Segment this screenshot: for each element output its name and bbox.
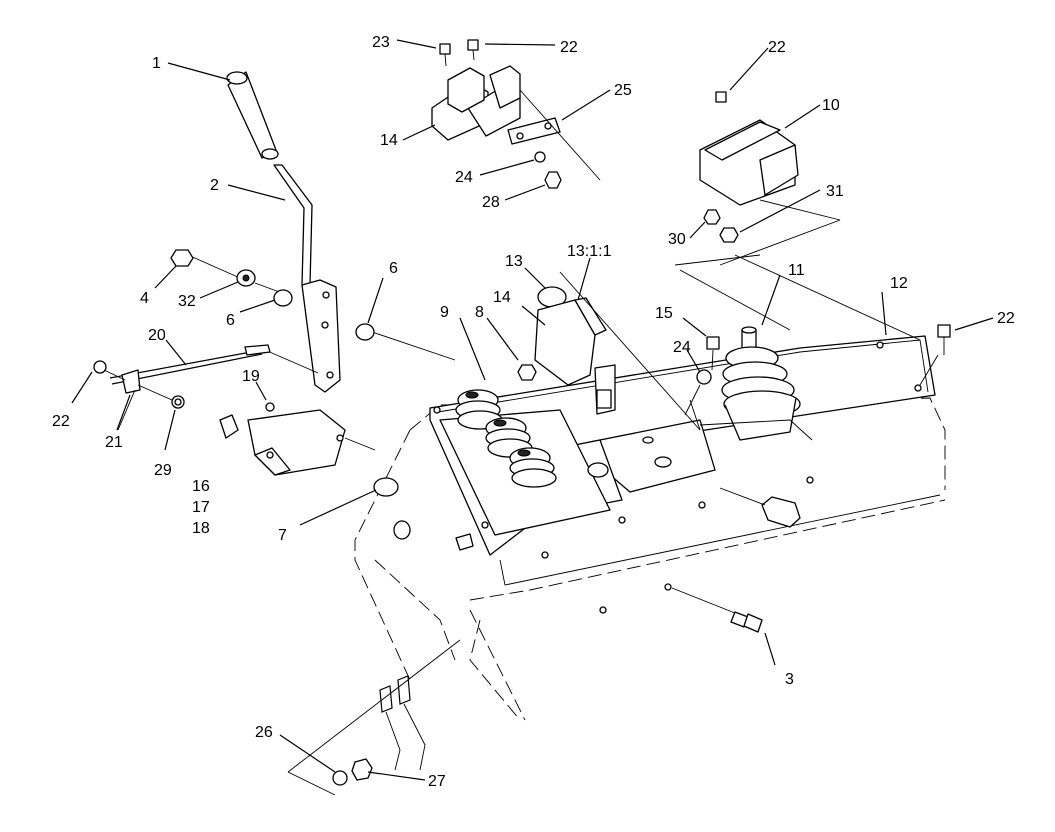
callout-22a: 22 [52, 413, 70, 430]
callout-24a: 24 [455, 169, 473, 186]
callout-12: 12 [890, 275, 908, 292]
callout-15: 15 [655, 305, 673, 322]
callout-24b: 24 [673, 339, 691, 356]
joystick-boot [699, 326, 813, 441]
callout-11: 11 [788, 262, 805, 279]
callout-6b: 6 [389, 260, 398, 277]
callout-16: 16 [192, 478, 210, 495]
center-relay [517, 271, 701, 431]
callout-13-1-1: 13:1:1 [567, 243, 612, 260]
callout-10: 10 [822, 97, 840, 114]
knob-7 [299, 477, 411, 540]
control-panel-plate [429, 335, 936, 614]
hardware-items [455, 254, 951, 551]
callout-2: 2 [210, 177, 219, 194]
relay-switch-group [431, 39, 601, 189]
callout-labels: 1 2 3 4 6 6 7 8 9 10 11 12 13 13:1:1 14 … [52, 34, 1015, 790]
cable-assembly [93, 344, 271, 431]
callout-31: 31 [826, 183, 844, 200]
callout-9: 9 [440, 304, 449, 321]
callout-22b: 22 [560, 39, 578, 56]
callout-30: 30 [668, 231, 686, 248]
callout-14b: 14 [493, 289, 511, 306]
callout-17: 17 [192, 499, 210, 516]
shift-lever-assembly [170, 71, 456, 393]
switch-bracket [219, 402, 376, 476]
callout-6a: 6 [226, 312, 235, 329]
bolt-3 [671, 587, 776, 666]
callout-19: 19 [242, 368, 260, 385]
callout-13: 13 [505, 253, 523, 270]
callout-23: 23 [372, 34, 390, 51]
callout-27: 27 [428, 773, 446, 790]
callout-4: 4 [140, 290, 149, 307]
callout-26: 26 [255, 724, 273, 741]
callout-1: 1 [152, 55, 161, 72]
callout-32: 32 [178, 293, 196, 310]
relay-cover-group [699, 91, 841, 266]
callout-22c: 22 [768, 39, 786, 56]
ground-terminals [287, 639, 461, 796]
callout-29: 29 [154, 462, 172, 479]
leader-lines [71, 39, 994, 781]
callout-25: 25 [614, 82, 632, 99]
callout-21: 21 [105, 434, 123, 451]
callout-18: 18 [192, 520, 210, 537]
callout-20: 20 [148, 327, 166, 344]
callout-22d: 22 [997, 310, 1015, 327]
callout-14a: 14 [380, 132, 398, 149]
callout-8: 8 [475, 304, 484, 321]
callout-28: 28 [482, 194, 500, 211]
callout-3: 3 [785, 671, 794, 688]
callout-7: 7 [278, 527, 287, 544]
joystick-boots-group [455, 389, 557, 488]
